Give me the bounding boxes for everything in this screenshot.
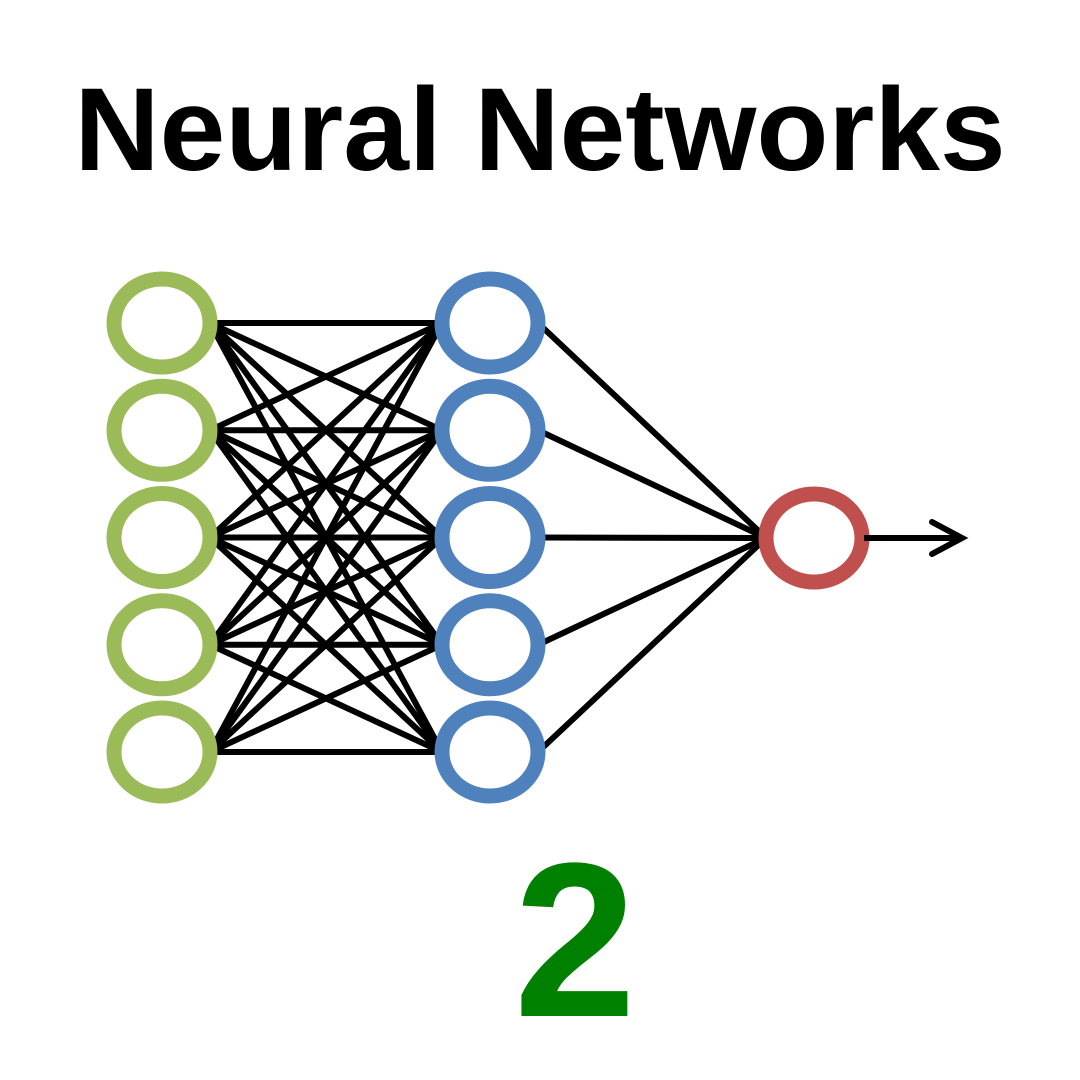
connection-hidden-3-output — [537, 534, 767, 541]
output-arrow-icon — [864, 519, 969, 557]
connection-input-5-hidden-1 — [207, 321, 445, 754]
arrow-head — [929, 519, 969, 557]
hidden-node-5 — [434, 700, 546, 804]
connection-input-2-hidden-1 — [208, 320, 444, 433]
connection-input-5-hidden-3 — [207, 535, 445, 755]
hidden-node-1 — [434, 271, 546, 375]
connection-input-3-hidden-1 — [207, 320, 445, 540]
output-node — [758, 486, 870, 590]
connection-hidden-1-output — [535, 320, 769, 541]
connection-input-5-hidden-4 — [208, 642, 444, 755]
input-node-1 — [106, 271, 218, 375]
hidden-node-2 — [434, 378, 546, 482]
page-title: Neural Networks — [74, 64, 1006, 196]
connections — [207, 320, 769, 755]
connection-hidden-5-output — [535, 535, 769, 755]
hidden-node-3 — [434, 486, 546, 589]
connection-hidden-4-output — [536, 535, 768, 648]
connection-input-5-hidden-2 — [207, 428, 445, 754]
hidden-node-4 — [434, 593, 546, 697]
input-node-3 — [106, 486, 218, 589]
input-node-4 — [106, 593, 218, 697]
input-node-5 — [106, 700, 218, 804]
nodes — [106, 271, 870, 804]
part-number: 2 — [513, 817, 637, 1063]
connection-hidden-2-output — [536, 427, 768, 541]
connection-input-4-hidden-1 — [207, 321, 445, 647]
input-node-2 — [106, 378, 218, 482]
